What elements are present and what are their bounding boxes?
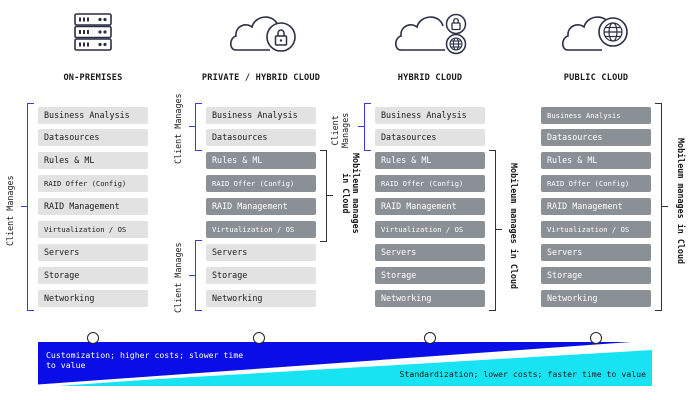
- mobileum-manages-bracket: [320, 150, 327, 242]
- standardization-text: Standardization; lower costs; faster tim…: [399, 369, 646, 379]
- layer-networking: Networking: [38, 290, 148, 307]
- layer-servers: Servers: [375, 244, 485, 261]
- layer-servers: Servers: [206, 244, 316, 261]
- spectrum-marker-hybrid: [424, 332, 436, 344]
- cloud-lock-icon: [230, 16, 296, 52]
- bracket-tick: [662, 206, 668, 208]
- spectrum-marker-on-premises: [87, 332, 99, 344]
- standardization-wedge: [40, 350, 652, 386]
- cloud-lock-globe-icon: [395, 13, 467, 55]
- layer-business-analysis: Business Analysis: [206, 107, 316, 124]
- layer-raid-management: RAID Management: [206, 198, 316, 215]
- column-title-hybrid-cloud: HYBRID CLOUD: [397, 73, 463, 83]
- layer-raid-management: RAID Management: [38, 198, 148, 215]
- client-manages-bracket-top: [195, 103, 202, 151]
- layer-storage: Storage: [541, 267, 651, 284]
- layer-raid-management: RAID Management: [541, 198, 651, 215]
- column-title-on-premises: ON-PREMISES: [63, 73, 123, 83]
- bracket-tick: [189, 126, 195, 128]
- layer-raid-offer: RAID Offer (Config): [38, 175, 148, 192]
- client-manages-bracket: [27, 103, 34, 311]
- layer-business-analysis: Business Analysis: [541, 107, 651, 124]
- customization-text: Customization; higher costs; slower time…: [46, 350, 244, 370]
- bracket-tick: [21, 206, 27, 208]
- bracket-tick: [358, 126, 364, 128]
- spectrum-marker-public: [590, 332, 602, 344]
- layer-raid-offer: RAID Offer (Config): [206, 175, 316, 192]
- layer-raid-management: RAID Management: [375, 198, 485, 215]
- layer-virtualization-os: Virtualization / OS: [541, 221, 651, 238]
- mobileum-manages-bracket: [489, 150, 496, 311]
- column-title-public-cloud: PUBLIC CLOUD: [563, 73, 629, 83]
- layer-servers: Servers: [541, 244, 651, 261]
- layer-business-analysis: Business Analysis: [38, 107, 148, 124]
- layer-business-analysis: Business Analysis: [375, 107, 485, 124]
- layer-datasources: Datasources: [541, 129, 651, 146]
- layer-storage: Storage: [206, 267, 316, 284]
- layer-datasources: Datasources: [206, 129, 316, 146]
- layer-networking: Networking: [375, 290, 485, 307]
- cloud-globe-icon: [562, 16, 628, 51]
- layer-datasources: Datasources: [38, 129, 148, 146]
- column-title-private-hybrid-cloud: PRIVATE / HYBRID CLOUD: [201, 73, 321, 83]
- layer-raid-offer: RAID Offer (Config): [375, 175, 485, 192]
- spectrum-marker-private-hybrid: [253, 332, 265, 344]
- mobileum-manages-bracket: [655, 103, 662, 311]
- layer-rules-ml: Rules & ML: [375, 152, 485, 169]
- layer-networking: Networking: [206, 290, 316, 307]
- server-icon: [74, 13, 112, 51]
- layer-rules-ml: Rules & ML: [38, 152, 148, 169]
- layer-storage: Storage: [38, 267, 148, 284]
- layer-storage: Storage: [375, 267, 485, 284]
- layer-virtualization-os: Virtualization / OS: [206, 221, 316, 238]
- layer-rules-ml: Rules & ML: [206, 152, 316, 169]
- layer-networking: Networking: [541, 290, 651, 307]
- bracket-tick: [496, 229, 502, 231]
- layer-datasources: Datasources: [375, 129, 485, 146]
- layer-rules-ml: Rules & ML: [541, 152, 651, 169]
- bracket-tick: [189, 275, 195, 277]
- client-manages-bracket-short: [364, 103, 371, 151]
- client-manages-bracket-bottom: [195, 240, 202, 311]
- layer-raid-offer: RAID Offer (Config): [541, 175, 651, 192]
- layer-servers: Servers: [38, 244, 148, 261]
- spectrum-divider: [37, 340, 653, 388]
- layer-virtualization-os: Virtualization / OS: [38, 221, 148, 238]
- layer-virtualization-os: Virtualization / OS: [375, 221, 485, 238]
- bracket-tick: [327, 195, 333, 197]
